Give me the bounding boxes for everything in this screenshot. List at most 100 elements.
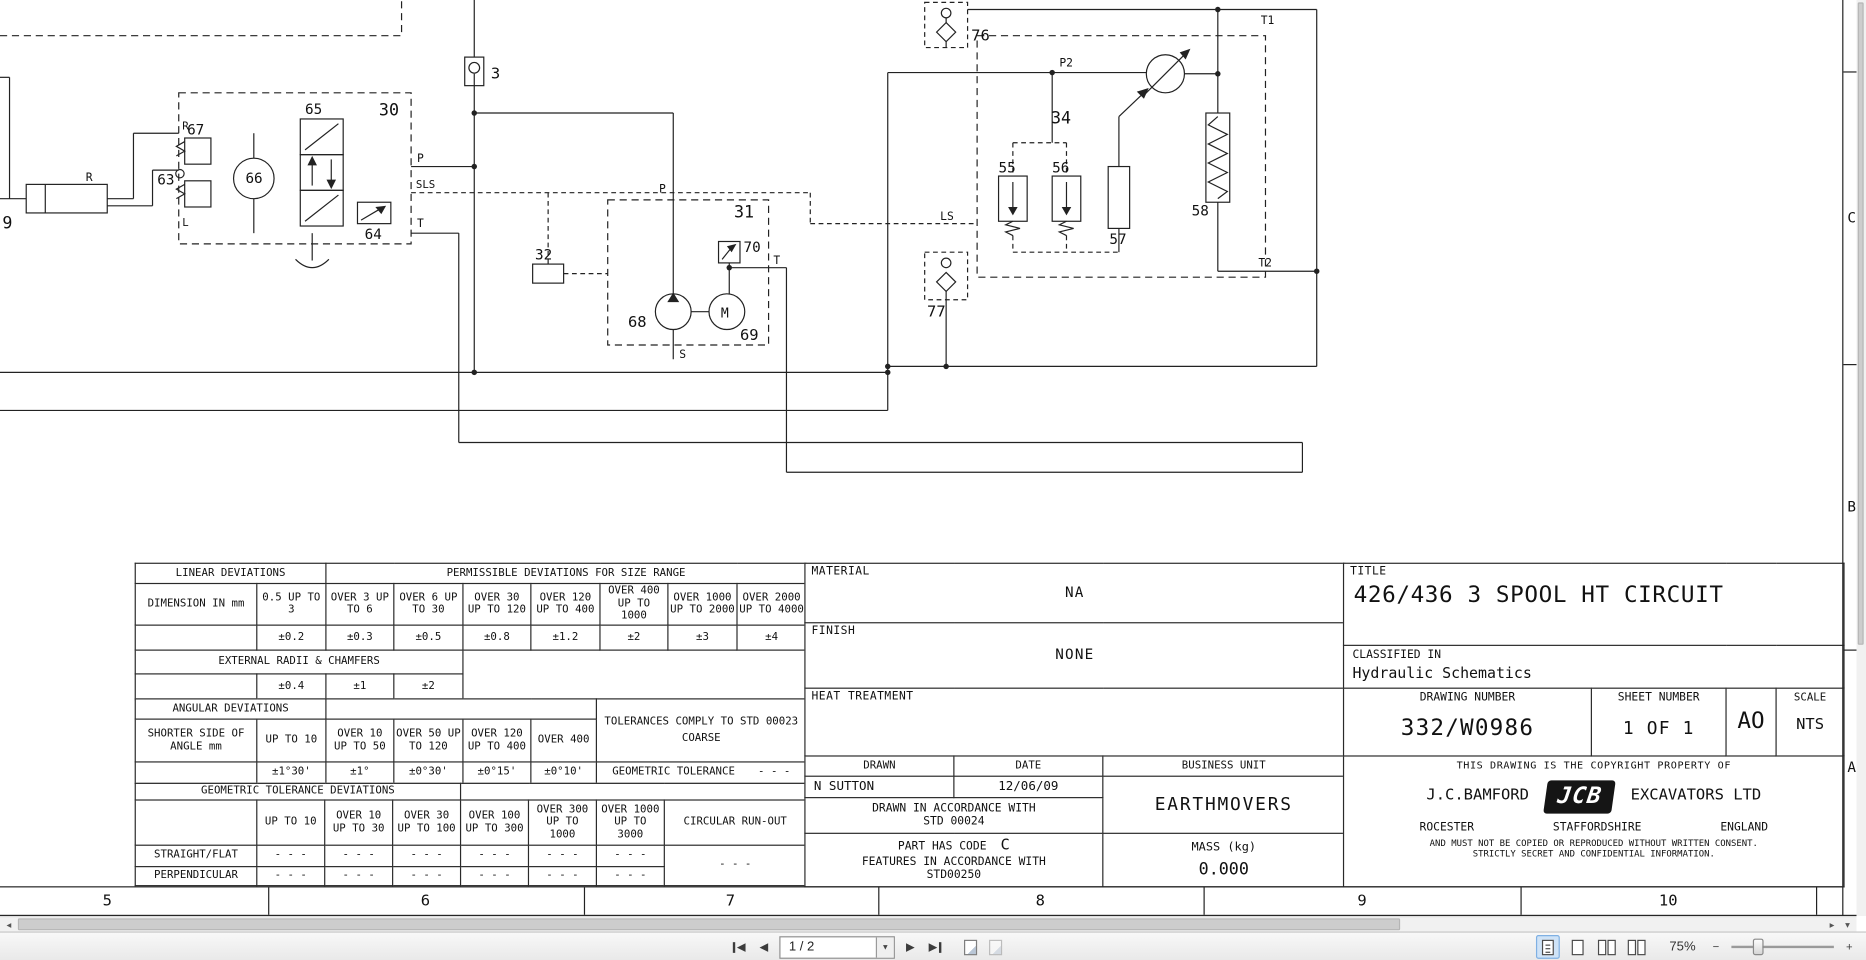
range-cell: OVER 10 UP TO 30 <box>324 799 394 846</box>
schematic-labels: 9 3 30 65 66 67 63 64 31 32 70 68 69 M S… <box>2 14 1274 361</box>
tolerance-cell: ±4 <box>736 624 807 651</box>
zoom-slider-thumb[interactable] <box>1752 938 1764 956</box>
titleblock-middle: MATERIAL NA FINISH NONE HEAT TREATMENT D… <box>804 562 1346 888</box>
book-view-button[interactable] <box>1625 935 1649 959</box>
port-label-p2: P2 <box>1059 57 1073 70</box>
previous-page-button[interactable]: ◀ <box>754 936 773 957</box>
grid-column-10: 10 <box>1658 892 1678 911</box>
component-label-65: 65 <box>305 102 322 118</box>
cylinder-label-r: R <box>86 171 93 184</box>
page-number-value: 1 / 2 <box>788 939 815 955</box>
title-cell: TITLE 426/436 3 SPOOL HT CIRCUIT <box>1342 562 1845 646</box>
range-cell: OVER 50 UP TO 120 <box>393 718 464 763</box>
range-cell: 0.5 UP TO 3 <box>256 582 327 626</box>
title-label: TITLE <box>1350 565 1387 579</box>
grid-tick <box>1843 649 1857 651</box>
component-label-56: 56 <box>1052 161 1069 177</box>
empty-cell <box>134 761 258 784</box>
grid-column-6: 6 <box>420 892 431 911</box>
component-label-58: 58 <box>1192 203 1209 219</box>
grid-tick <box>1203 887 1205 915</box>
classified-cell: CLASSIFIED IN Hydraulic Schematics <box>1342 644 1845 689</box>
frame-right-line <box>1842 0 1844 916</box>
linear-deviations-table: LINEAR DEVIATIONS PERMISSIBLE DEVIATIONS… <box>134 562 807 701</box>
grid-row-c: C <box>1847 209 1857 227</box>
facing-pages-view-button[interactable] <box>1596 935 1620 959</box>
address-county: STAFFORDSHIRE <box>1552 820 1642 834</box>
grid-column-5: 5 <box>102 892 112 911</box>
titleblock-right: TITLE 426/436 3 SPOOL HT CIRCUIT CLASSIF… <box>1342 562 1845 888</box>
next-view-button[interactable] <box>985 936 1004 957</box>
vscroll-thumb[interactable] <box>1857 2 1864 645</box>
value-cell: - - - <box>595 866 665 887</box>
schematic-lines <box>0 0 1318 473</box>
first-page-button[interactable]: ◀ <box>729 936 748 957</box>
tolerance-cell: ±0.8 <box>462 624 532 651</box>
hscroll-thumb[interactable] <box>17 918 1401 931</box>
grid-column-8: 8 <box>1035 892 1045 911</box>
range-cell: OVER 30 UP TO 120 <box>462 582 532 626</box>
hydraulic-schematic: 9 3 30 65 66 67 63 64 31 32 70 68 69 M S… <box>0 0 1320 473</box>
horizontal-scrollbar[interactable]: ◂ ▸ ▾ <box>0 915 1857 932</box>
scale-label: SCALE <box>1793 692 1827 705</box>
port-label-t1: T1 <box>1261 14 1275 27</box>
grid-tick <box>583 887 586 915</box>
tolerance-cell: ±2 <box>599 624 669 651</box>
next-page-button[interactable]: ▶ <box>901 936 920 957</box>
book-view-icon <box>1628 939 1647 955</box>
geometric-title-cell: GEOMETRIC TOLERANCE DEVIATIONS <box>134 782 462 801</box>
page-navigation-group: ◀ ◀ 1 / 2 ▼ ▶ ▶ <box>729 935 1004 959</box>
hscroll-left-button[interactable]: ◂ <box>6 919 12 931</box>
company-address: ROCESTER STAFFORDSHIRE ENGLAND <box>1380 820 1807 835</box>
port-label-p-pump: P <box>659 183 666 196</box>
grid-tick <box>1843 364 1857 366</box>
zoom-slider-track[interactable] <box>1731 945 1834 949</box>
tolerance-cell: ±1° <box>325 761 395 784</box>
single-page-view-button[interactable] <box>1566 935 1590 959</box>
tolerance-comply-cell: TOLERANCES COMPLY TO STD 00023 COARSE <box>595 698 807 763</box>
port-label-p: P <box>417 152 424 165</box>
scrollbar-corner-button[interactable]: ▾ <box>1845 919 1850 931</box>
legal-line-2: STRICTLY SECRET AND CONFIDENTIAL INFORMA… <box>1472 848 1715 859</box>
component-label-70: 70 <box>744 240 761 256</box>
port-label-t2: T2 <box>1258 256 1272 269</box>
vertical-scrollbar[interactable] <box>1856 0 1866 916</box>
sheet-size-cell: AO <box>1725 687 1777 757</box>
drawn-value-cell: N SUTTON <box>804 775 955 799</box>
pdf-page-canvas[interactable]: 9 3 30 65 66 67 63 64 31 32 70 68 69 M S… <box>0 0 1857 916</box>
mass-label: MASS (kg) <box>1191 841 1257 855</box>
material-cell: MATERIAL NA <box>804 562 1346 624</box>
sheet-number-label: SHEET NUMBER <box>1617 691 1700 705</box>
zoom-in-button[interactable]: + <box>1840 936 1859 957</box>
single-page-icon <box>1571 939 1584 955</box>
page-number-select[interactable]: 1 / 2 ▼ <box>779 935 895 959</box>
grid-column-7: 7 <box>725 892 736 911</box>
runout-value-cell: - - - <box>663 844 807 887</box>
last-page-bar-icon <box>938 941 941 953</box>
angular-deviations-table: ANGULAR DEVIATIONS TOLERANCES COMPLY TO … <box>134 698 807 784</box>
linear-title-cell: LINEAR DEVIATIONS <box>134 562 327 585</box>
material-value: NA <box>1065 583 1085 601</box>
component-label-76: 76 <box>971 26 990 44</box>
heat-treatment-cell: HEAT TREATMENT <box>804 687 1346 757</box>
value-cell: - - - <box>527 866 597 887</box>
size-range-title-cell: PERMISSIBLE DEVIATIONS FOR SIZE RANGE <box>325 562 807 585</box>
last-page-button[interactable]: ▶ <box>926 936 945 957</box>
zoom-slider[interactable] <box>1731 936 1834 957</box>
zoom-out-button[interactable]: − <box>1706 936 1725 957</box>
previous-view-button[interactable] <box>960 936 979 957</box>
component-label-67: 67 <box>187 122 204 138</box>
range-cell: OVER 3 UP TO 6 <box>325 582 395 626</box>
continuous-view-button[interactable] <box>1535 935 1560 959</box>
grid-row-b: B <box>1847 498 1857 516</box>
page-dropdown-arrow-icon[interactable]: ▼ <box>875 936 894 958</box>
geo-tol-label: GEOMETRIC TOLERANCE <box>612 766 735 779</box>
value-cell: - - - <box>256 866 326 887</box>
range-cell: UP TO 10 <box>256 799 326 846</box>
previous-view-icon <box>963 939 977 955</box>
value-cell: - - - <box>459 866 530 887</box>
hscroll-right-button[interactable]: ▸ <box>1829 919 1835 931</box>
mass-value: 0.000 <box>1198 859 1249 879</box>
viewer-toolbar: ◀ ◀ 1 / 2 ▼ ▶ ▶ 75% − + <box>0 931 1866 960</box>
angular-title-cell: ANGULAR DEVIATIONS <box>134 698 327 720</box>
